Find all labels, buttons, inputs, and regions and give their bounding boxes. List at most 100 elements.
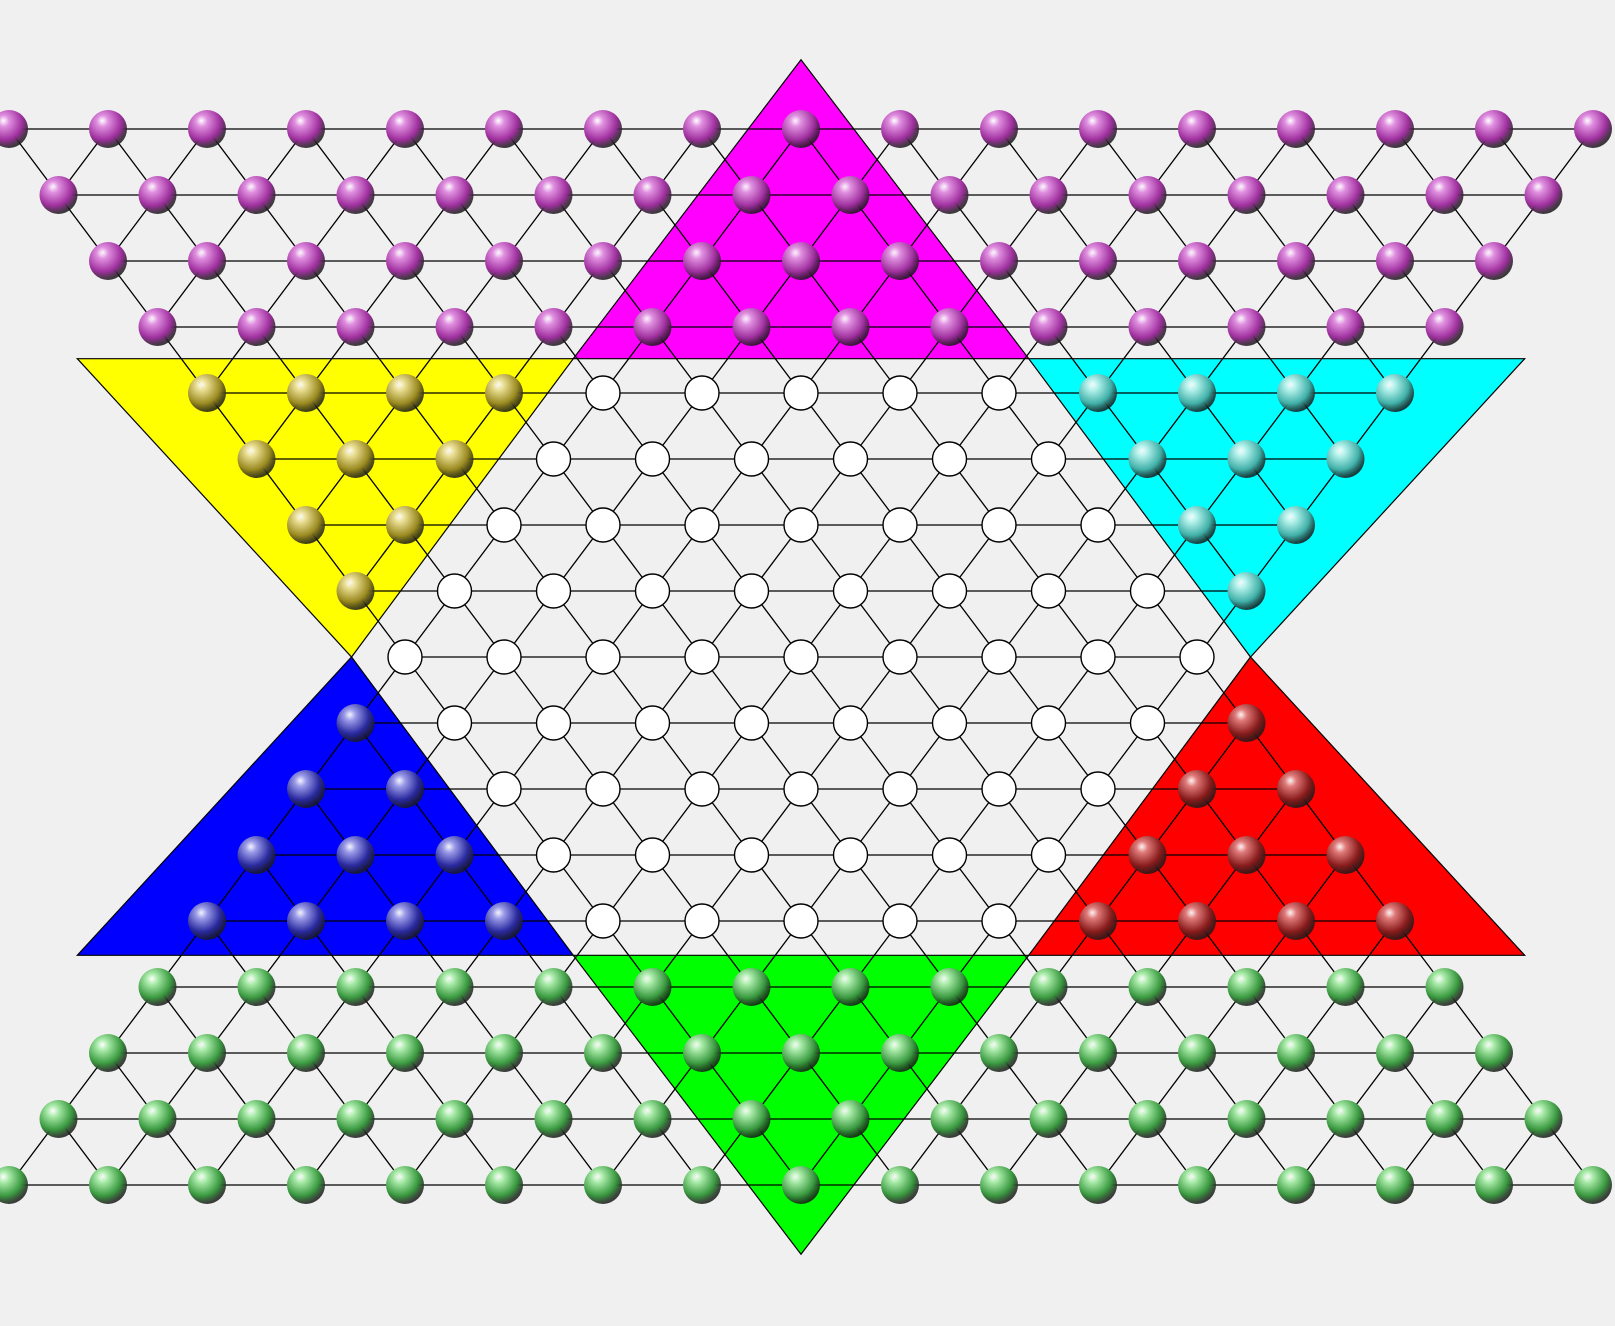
marble-magenta[interactable] bbox=[1128, 308, 1167, 346]
marble-green[interactable] bbox=[1277, 1034, 1315, 1072]
empty-hole[interactable] bbox=[733, 837, 770, 873]
marble-yellow[interactable] bbox=[485, 374, 523, 412]
marble-yellow[interactable] bbox=[188, 374, 226, 412]
empty-hole[interactable] bbox=[931, 705, 968, 741]
empty-hole[interactable] bbox=[931, 441, 968, 477]
marble-green[interactable] bbox=[683, 1166, 721, 1204]
marble-red[interactable] bbox=[1128, 836, 1167, 874]
marble-magenta[interactable] bbox=[237, 308, 276, 346]
empty-hole[interactable] bbox=[882, 507, 918, 543]
marble-green[interactable] bbox=[980, 1034, 1018, 1072]
marble-green[interactable] bbox=[881, 1034, 919, 1072]
marble-magenta[interactable] bbox=[386, 242, 424, 280]
marble-cyan[interactable] bbox=[1178, 374, 1216, 412]
marble-yellow[interactable] bbox=[336, 572, 375, 610]
empty-hole[interactable] bbox=[684, 903, 720, 939]
marble-green[interactable] bbox=[485, 1034, 523, 1072]
marble-magenta[interactable] bbox=[1475, 242, 1513, 280]
empty-hole[interactable] bbox=[634, 705, 671, 741]
marble-blue[interactable] bbox=[485, 902, 523, 940]
marble-magenta[interactable] bbox=[89, 242, 127, 280]
empty-hole[interactable] bbox=[981, 639, 1017, 675]
marble-green[interactable] bbox=[1227, 968, 1266, 1006]
marble-magenta[interactable] bbox=[683, 242, 721, 280]
marble-magenta[interactable] bbox=[831, 308, 870, 346]
marble-magenta[interactable] bbox=[1376, 110, 1414, 148]
empty-hole[interactable] bbox=[882, 903, 918, 939]
marble-green[interactable] bbox=[336, 968, 375, 1006]
marble-magenta[interactable] bbox=[881, 242, 919, 280]
marble-red[interactable] bbox=[1178, 902, 1216, 940]
marble-red[interactable] bbox=[1079, 902, 1117, 940]
marble-green[interactable] bbox=[930, 1100, 969, 1138]
empty-hole[interactable] bbox=[585, 771, 621, 807]
empty-hole[interactable] bbox=[882, 771, 918, 807]
empty-hole[interactable] bbox=[535, 837, 572, 873]
marble-green[interactable] bbox=[831, 968, 870, 1006]
marble-green[interactable] bbox=[0, 1166, 28, 1204]
marble-green[interactable] bbox=[1475, 1034, 1513, 1072]
empty-hole[interactable] bbox=[634, 573, 671, 609]
marble-green[interactable] bbox=[1326, 968, 1365, 1006]
empty-hole[interactable] bbox=[733, 441, 770, 477]
marble-blue[interactable] bbox=[287, 770, 325, 808]
empty-hole[interactable] bbox=[634, 837, 671, 873]
empty-hole[interactable] bbox=[832, 837, 869, 873]
marble-magenta[interactable] bbox=[1029, 308, 1068, 346]
marble-magenta[interactable] bbox=[1227, 176, 1266, 214]
empty-hole[interactable] bbox=[733, 573, 770, 609]
marble-blue[interactable] bbox=[386, 770, 424, 808]
empty-hole[interactable] bbox=[486, 639, 522, 675]
marble-green[interactable] bbox=[485, 1166, 523, 1204]
marble-green[interactable] bbox=[386, 1034, 424, 1072]
marble-magenta[interactable] bbox=[287, 242, 325, 280]
marble-yellow[interactable] bbox=[237, 440, 276, 478]
empty-hole[interactable] bbox=[981, 507, 1017, 543]
empty-hole[interactable] bbox=[931, 837, 968, 873]
empty-hole[interactable] bbox=[436, 705, 473, 741]
marble-magenta[interactable] bbox=[1475, 110, 1513, 148]
marble-cyan[interactable] bbox=[1277, 374, 1315, 412]
marble-green[interactable] bbox=[1029, 968, 1068, 1006]
empty-hole[interactable] bbox=[387, 639, 423, 675]
empty-hole[interactable] bbox=[436, 573, 473, 609]
marble-yellow[interactable] bbox=[386, 506, 424, 544]
marble-green[interactable] bbox=[683, 1034, 721, 1072]
marble-yellow[interactable] bbox=[435, 440, 474, 478]
marble-blue[interactable] bbox=[188, 902, 226, 940]
marble-magenta[interactable] bbox=[0, 110, 28, 148]
marble-blue[interactable] bbox=[336, 836, 375, 874]
marble-magenta[interactable] bbox=[1178, 242, 1216, 280]
empty-hole[interactable] bbox=[1129, 705, 1166, 741]
marble-blue[interactable] bbox=[287, 902, 325, 940]
marble-red[interactable] bbox=[1227, 836, 1266, 874]
empty-hole[interactable] bbox=[535, 573, 572, 609]
marble-green[interactable] bbox=[633, 968, 672, 1006]
empty-hole[interactable] bbox=[931, 573, 968, 609]
marble-magenta[interactable] bbox=[39, 176, 78, 214]
empty-hole[interactable] bbox=[783, 639, 819, 675]
empty-hole[interactable] bbox=[1080, 639, 1116, 675]
marble-cyan[interactable] bbox=[1227, 440, 1266, 478]
marble-cyan[interactable] bbox=[1128, 440, 1167, 478]
marble-green[interactable] bbox=[138, 1100, 177, 1138]
marble-green[interactable] bbox=[782, 1034, 820, 1072]
empty-hole[interactable] bbox=[882, 639, 918, 675]
marble-magenta[interactable] bbox=[683, 110, 721, 148]
marble-cyan[interactable] bbox=[1079, 374, 1117, 412]
marble-green[interactable] bbox=[1425, 1100, 1464, 1138]
empty-hole[interactable] bbox=[1179, 639, 1215, 675]
marble-magenta[interactable] bbox=[584, 242, 622, 280]
marble-green[interactable] bbox=[1128, 1100, 1167, 1138]
marble-magenta[interactable] bbox=[1425, 176, 1464, 214]
marble-green[interactable] bbox=[534, 1100, 573, 1138]
marble-green[interactable] bbox=[386, 1166, 424, 1204]
marble-cyan[interactable] bbox=[1227, 572, 1266, 610]
marble-green[interactable] bbox=[237, 968, 276, 1006]
empty-hole[interactable] bbox=[1030, 837, 1067, 873]
marble-magenta[interactable] bbox=[732, 308, 771, 346]
empty-hole[interactable] bbox=[832, 441, 869, 477]
marble-magenta[interactable] bbox=[930, 176, 969, 214]
marble-green[interactable] bbox=[831, 1100, 870, 1138]
marble-magenta[interactable] bbox=[534, 176, 573, 214]
